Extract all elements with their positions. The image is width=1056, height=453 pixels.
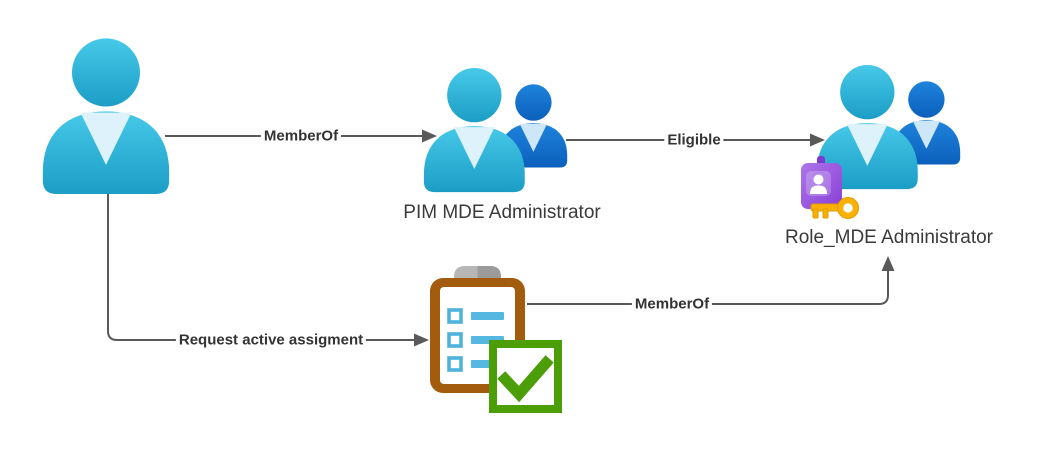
key-icon (810, 197, 859, 219)
edge-label-memberof-top: MemberOf (260, 127, 342, 145)
edge-label-request-active: Request active assigment (175, 331, 367, 349)
edge-label-memberof-bottom: MemberOf (631, 295, 713, 313)
user-person-icon (42, 38, 170, 194)
connector-request-active (107, 191, 415, 341)
arrowhead-memberof-top (422, 129, 437, 143)
id-badge-icon (801, 156, 842, 209)
arrowhead-eligible (810, 133, 825, 147)
arrowhead-request-active (414, 333, 429, 347)
pim-group-label: PIM MDE Administrator (403, 202, 601, 223)
pim-group-people-icon (423, 67, 568, 193)
role-group-label: Role_MDE Administrator (784, 227, 994, 248)
connector-memberof-bottom (527, 271, 889, 305)
arrowhead-memberof-bottom (881, 256, 895, 271)
check-mark-icon (489, 340, 562, 413)
edge-label-eligible: Eligible (664, 131, 724, 149)
